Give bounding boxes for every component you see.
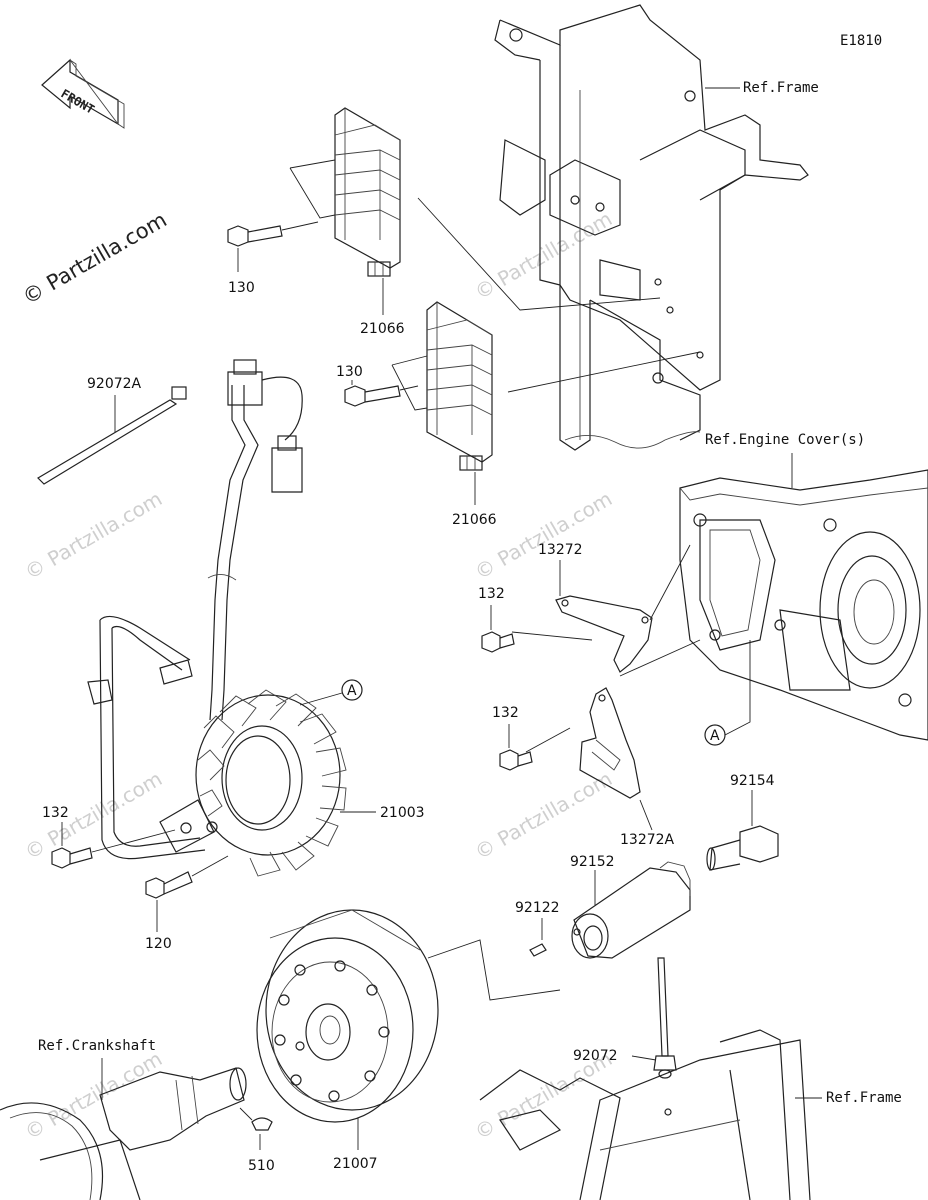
part-label-13272A: 13272A xyxy=(620,832,675,848)
leader-line xyxy=(427,939,561,1001)
bolt-92154-drawing xyxy=(706,825,779,871)
pin-92122-drawing xyxy=(529,943,547,957)
part-label-13272: 13272 xyxy=(538,542,583,558)
bolt-130-mid-drawing xyxy=(344,385,401,407)
part-label-120: 120 xyxy=(145,936,172,952)
bolt-132-mid-drawing xyxy=(481,631,515,653)
plate-13272-drawing xyxy=(555,595,653,673)
diagram-code: E1810 xyxy=(840,33,882,49)
stator-wiring-drawing xyxy=(87,359,347,877)
key-510-drawing xyxy=(251,1117,273,1131)
bolt-130-top-drawing xyxy=(227,225,283,247)
ref-engine-cover: Ref.Engine Cover(s) xyxy=(705,432,865,448)
part-label-92154: 92154 xyxy=(730,773,775,789)
part-label-510: 510 xyxy=(248,1158,275,1174)
part-label-21007: 21007 xyxy=(333,1156,378,1172)
regulator-top-drawing xyxy=(334,107,401,277)
leader-line xyxy=(511,631,593,641)
front-arrow-icon: FRONT xyxy=(41,58,125,129)
callout-marker-label: A xyxy=(710,728,720,744)
watermark: © Partzilla.com xyxy=(471,206,617,304)
partzilla-logo: © Partzilla.com xyxy=(19,208,171,310)
ref-crankshaft: Ref.Crankshaft xyxy=(38,1038,156,1054)
part-label-21003: 21003 xyxy=(380,805,425,821)
leader-line xyxy=(724,640,751,736)
flywheel-21007-drawing xyxy=(256,909,439,1123)
part-label-21066: 21066 xyxy=(360,321,405,337)
leader-line xyxy=(289,159,336,169)
plate-13272A-drawing xyxy=(579,687,641,799)
leader-line xyxy=(417,197,661,311)
leader-line xyxy=(91,829,176,853)
part-label-132: 132 xyxy=(478,586,505,602)
watermark: © Partzilla.com xyxy=(21,1046,167,1144)
part-label-92152: 92152 xyxy=(570,854,615,870)
leader-line xyxy=(391,364,428,411)
part-label-92122: 92122 xyxy=(515,900,560,916)
front-arrow-label: FRONT xyxy=(59,86,97,116)
leader-line xyxy=(639,799,653,831)
frame-top-drawing xyxy=(494,4,809,451)
watermark-layer: © Partzilla.com © Partzilla.com © Partzi… xyxy=(21,206,617,1144)
leader-line xyxy=(191,855,229,877)
leader-line xyxy=(525,727,571,753)
regulator-mid-drawing xyxy=(426,301,493,471)
leader-line xyxy=(631,1055,657,1061)
bolt-120-drawing xyxy=(145,871,193,899)
cable-tie-92072-drawing xyxy=(653,957,677,1079)
crankshaft-drawing xyxy=(0,1067,247,1200)
part-label-92072A: 92072A xyxy=(87,376,142,392)
cable-tie-92072A-drawing xyxy=(37,386,187,485)
part-label-92072: 92072 xyxy=(573,1048,618,1064)
watermark: © Partzilla.com xyxy=(21,486,167,584)
callout-marker xyxy=(341,679,363,701)
engine-cover-drawing xyxy=(679,469,928,741)
starter-clutch-92152-drawing xyxy=(571,861,691,959)
leader-line xyxy=(619,639,701,677)
leader-line xyxy=(239,1107,253,1121)
callout-marker-label: A xyxy=(347,683,357,699)
leader-line xyxy=(281,221,319,231)
leader-line xyxy=(649,544,691,621)
leader-line xyxy=(507,351,701,393)
bolt-132-low-drawing xyxy=(499,749,533,771)
ref-frame-top: Ref.Frame xyxy=(743,80,819,96)
part-label-132: 132 xyxy=(42,805,69,821)
part-label-130: 130 xyxy=(228,280,255,296)
leader-line xyxy=(399,385,419,391)
part-label-132: 132 xyxy=(492,705,519,721)
part-label-130: 130 xyxy=(336,364,363,380)
leader-line xyxy=(289,167,336,219)
part-label-21066: 21066 xyxy=(452,512,497,528)
bolt-132-left-drawing xyxy=(51,847,93,869)
watermark: © Partzilla.com xyxy=(471,766,617,864)
frame-bottom-drawing xyxy=(479,1029,811,1200)
leader-line xyxy=(299,692,343,706)
ref-frame-bottom: Ref.Frame xyxy=(826,1090,902,1106)
watermark: © Partzilla.com xyxy=(471,486,617,584)
leader-line xyxy=(391,355,428,366)
